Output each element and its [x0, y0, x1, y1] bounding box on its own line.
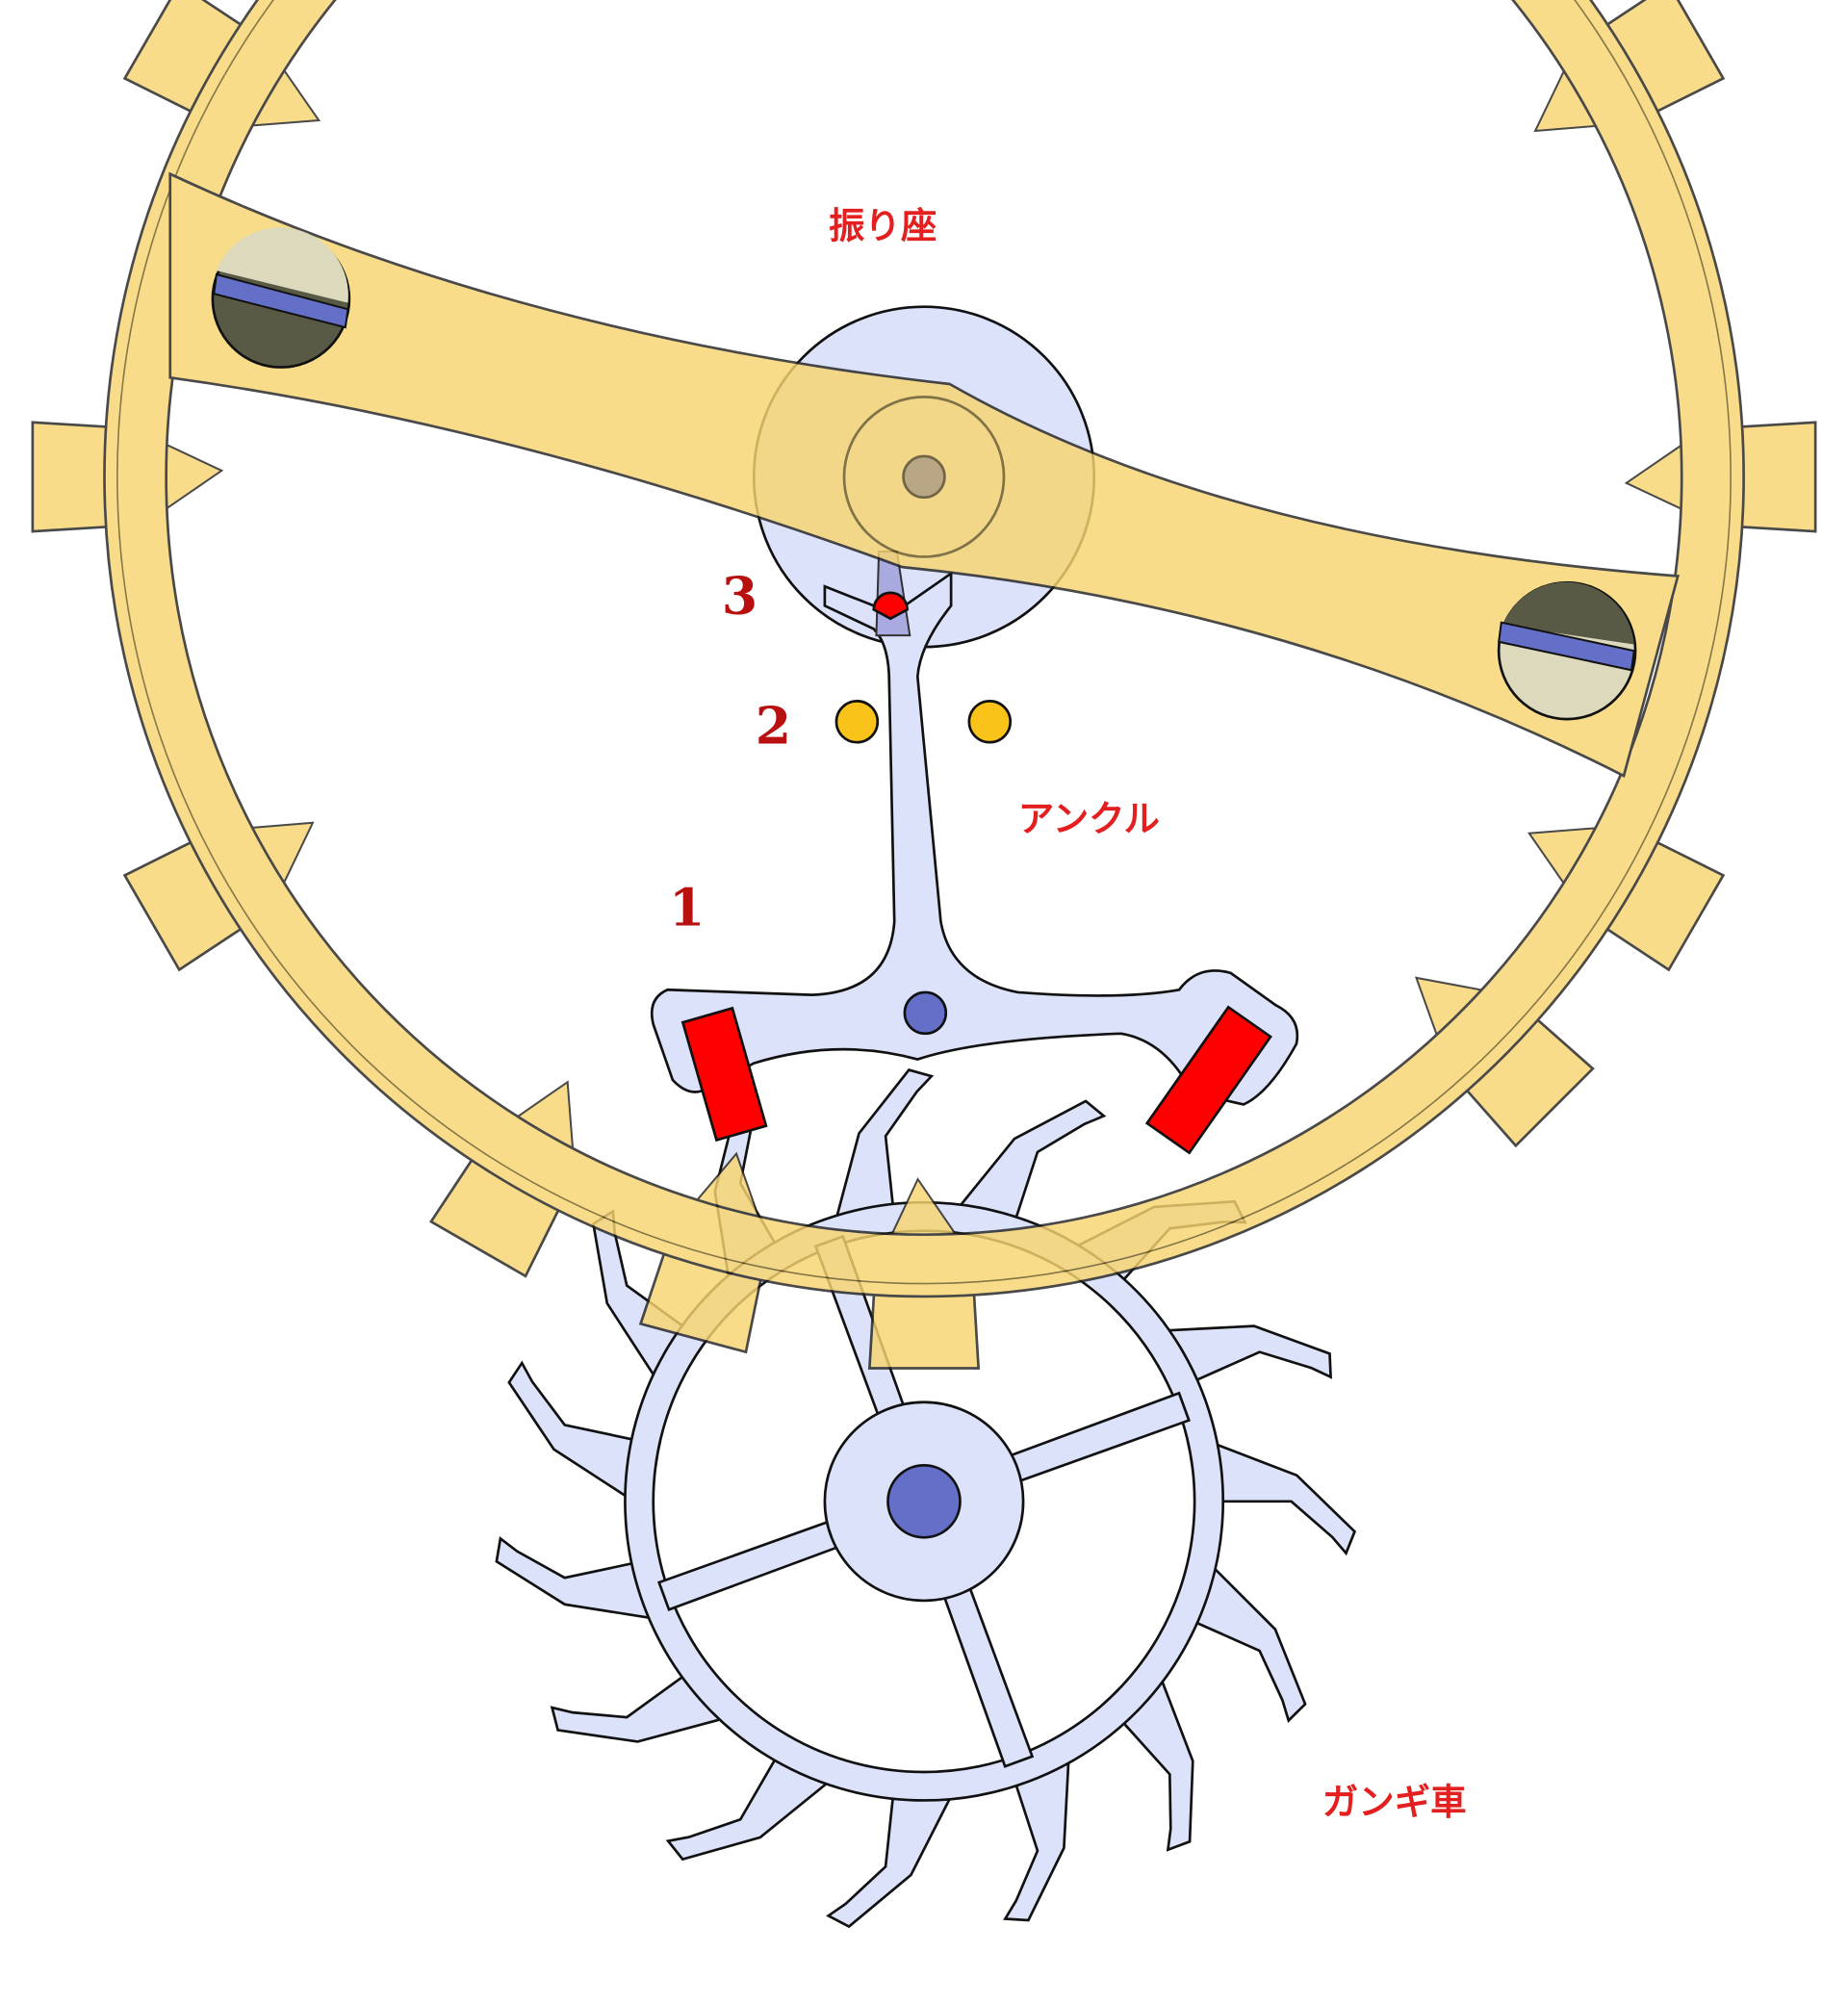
escape-wheel-spoke — [657, 1513, 860, 1612]
escape-wheel-tooth — [833, 1068, 935, 1228]
timing-weight — [1732, 421, 1817, 533]
balance-rim — [103, 0, 1745, 1298]
pallet-fork — [650, 571, 1299, 1106]
escape-wheel-tooth — [665, 1751, 837, 1862]
escape-wheel-ring — [624, 1200, 1225, 1802]
label-pallet-fork: アンクル — [1018, 798, 1160, 840]
pallet-pivot — [903, 990, 948, 1036]
label-escape-wheel: ガンギ車 — [1322, 1781, 1467, 1823]
entry-pallet-stone — [680, 1006, 768, 1143]
balance-wheel — [31, 0, 1817, 1370]
step-number-2: 2 — [756, 696, 791, 757]
timing-weight — [867, 1285, 981, 1370]
roller-inner-ring — [842, 396, 1006, 558]
rim-inner-line — [116, 0, 1732, 1285]
step-number-1: 1 — [669, 877, 705, 938]
rim-triangle-marker — [1624, 442, 1685, 512]
balance-staff — [902, 454, 946, 500]
banking-pin-left — [834, 700, 880, 744]
escape-wheel-tooth — [507, 1360, 642, 1504]
label-roller: 振り座 — [829, 205, 937, 247]
rim-triangle-marker — [163, 442, 224, 512]
escape-wheel-spokes — [657, 1234, 1191, 1768]
balance-screw-right — [1497, 580, 1637, 721]
escape-wheel-tooth — [826, 1788, 957, 1929]
timing-weight — [31, 421, 116, 533]
exit-pallet-stone — [1144, 1005, 1272, 1155]
impulse-jewel — [872, 591, 909, 621]
escape-wheel-tooth — [1206, 1439, 1357, 1556]
escape-wheel-tooth — [1003, 1750, 1071, 1922]
banking-pin-right — [967, 700, 1013, 744]
escape-wheel-spoke — [988, 1391, 1191, 1490]
escape-wheel-tooth — [1116, 1669, 1194, 1852]
escape-wheel-tooth — [495, 1535, 661, 1622]
escape-wheel-tooth — [550, 1670, 732, 1743]
escape-wheel-tooth — [952, 1099, 1107, 1227]
escape-wheel-tooth — [1156, 1324, 1332, 1386]
escape-wheel-tooth — [1187, 1558, 1307, 1723]
step-number-3: 3 — [722, 565, 757, 626]
balance-screw-left — [211, 227, 351, 369]
escape-wheel-pivot — [886, 1463, 962, 1539]
escape-wheel-spoke — [936, 1566, 1035, 1768]
